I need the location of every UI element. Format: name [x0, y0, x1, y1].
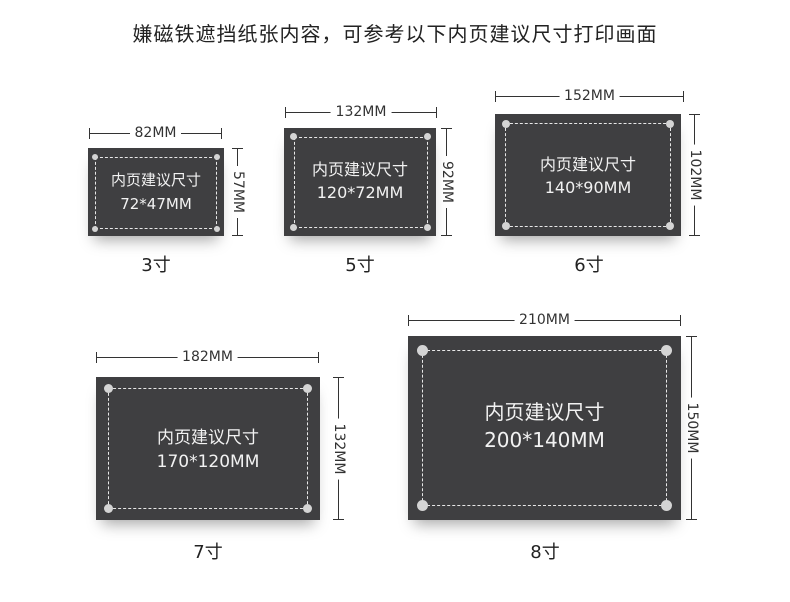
height-dimension-8: 150MM [682, 336, 701, 520]
inner-label: 内页建议尺寸 [311, 160, 408, 179]
magnet-dot [290, 133, 297, 140]
magnet-dot [214, 154, 220, 160]
magnet-dot [214, 226, 220, 232]
inner-label: 内页建议尺寸 [110, 171, 201, 189]
inner-print-area [95, 157, 217, 229]
width-label: 182MM [177, 348, 238, 366]
magnet-dot [417, 500, 428, 511]
inner-print-area [108, 388, 308, 509]
width-label: 82MM [129, 124, 182, 142]
inner-size: 120*72MM [316, 183, 404, 202]
magnet-dot [661, 345, 672, 356]
inner-size: 170*120MM [156, 452, 260, 472]
height-dimension-6: 102MM [685, 114, 704, 236]
height-label: 57MM [228, 166, 247, 218]
inner-size: 140*90MM [544, 178, 632, 197]
frame-7-inch: 内页建议尺寸 170*120MM [96, 377, 320, 520]
frame-3-inch: 内页建议尺寸 72*47MM [88, 148, 224, 236]
magnet-dot [502, 120, 510, 128]
width-dimension-3: 82MM [89, 124, 222, 142]
magnet-dot [290, 224, 297, 231]
height-dimension-3: 57MM [228, 148, 247, 236]
height-label: 92MM [437, 156, 456, 208]
width-label: 152MM [559, 87, 620, 105]
magnet-dot [92, 226, 98, 232]
magnet-dot [104, 504, 113, 513]
magnet-dot [666, 120, 674, 128]
magnet-dot [661, 500, 672, 511]
size-label: 8寸 [530, 542, 560, 563]
frame-5-inch: 内页建议尺寸 120*72MM [284, 128, 436, 236]
height-label: 150MM [682, 397, 701, 459]
height-label: 102MM [685, 144, 704, 206]
size-label: 5寸 [345, 255, 375, 276]
inner-print-area [422, 350, 667, 506]
width-dimension-5: 132MM [285, 103, 437, 121]
magnet-dot [666, 222, 674, 230]
magnet-dot [417, 345, 428, 356]
width-dimension-7: 182MM [96, 348, 319, 366]
frame-8-inch: 内页建议尺寸 200*140MM [408, 336, 681, 520]
inner-print-area [294, 137, 428, 228]
page-title: 嫌磁铁遮挡纸张内容，可参考以下内页建议尺寸打印画面 [132, 22, 658, 46]
inner-label: 内页建议尺寸 [157, 428, 259, 448]
height-dimension-7: 132MM [329, 377, 348, 520]
inner-print-area [505, 123, 671, 227]
width-label: 210MM [514, 311, 575, 329]
width-label: 132MM [330, 103, 392, 121]
width-dimension-8: 210MM [408, 311, 681, 329]
magnet-dot [502, 222, 510, 230]
magnet-dot [104, 384, 113, 393]
height-dimension-5: 92MM [437, 128, 456, 236]
magnet-dot [303, 504, 312, 513]
magnet-dot [424, 224, 431, 231]
inner-label: 内页建议尺寸 [484, 400, 605, 424]
size-label: 7寸 [193, 542, 223, 563]
inner-size: 200*140MM [484, 428, 605, 452]
size-label: 6寸 [574, 255, 604, 276]
width-dimension-6: 152MM [495, 87, 684, 105]
size-label: 3寸 [141, 255, 171, 276]
magnet-dot [424, 133, 431, 140]
frame-6-inch: 内页建议尺寸 140*90MM [495, 114, 681, 236]
magnet-dot [303, 384, 312, 393]
inner-size: 72*47MM [120, 195, 192, 213]
magnet-dot [92, 154, 98, 160]
inner-label: 内页建议尺寸 [539, 155, 636, 174]
height-label: 132MM [329, 418, 348, 479]
